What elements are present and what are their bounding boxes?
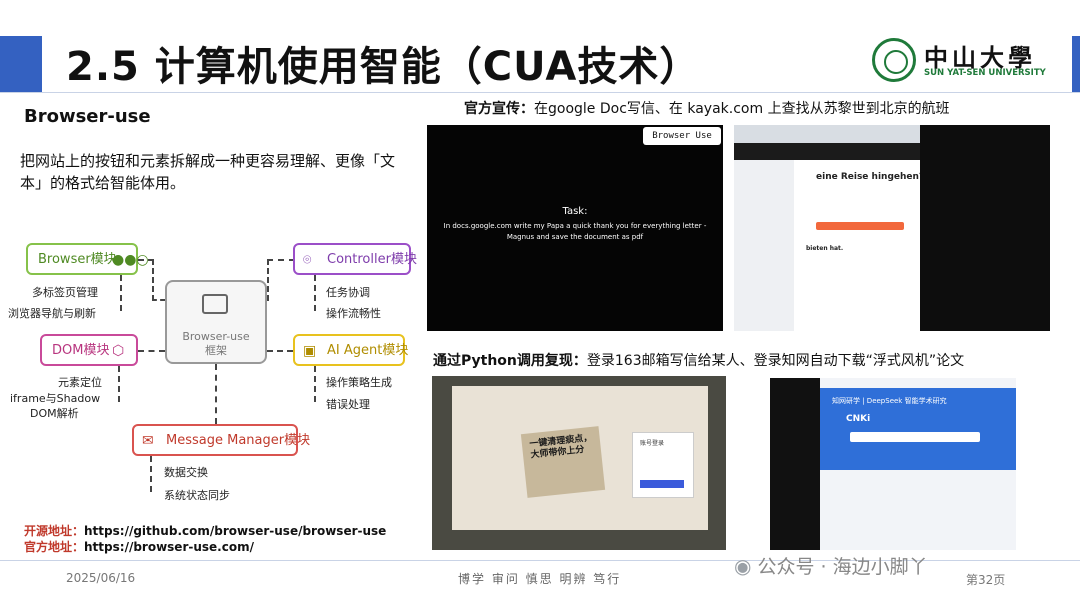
promo-caption: 官方宣传：在google Doc写信、在 kayak.com 上查找从苏黎世到北… <box>464 98 950 118</box>
connector-dom <box>138 350 165 352</box>
watermark-text: 公众号 · 海边小脚丫 <box>758 556 928 578</box>
cnki-search-box <box>850 432 980 442</box>
window-icon <box>202 294 228 314</box>
connector-ai-items <box>314 366 316 402</box>
kayak-search-button <box>816 222 904 230</box>
site-link[interactable]: https://browser-use.com/ <box>84 540 254 554</box>
message-manager-module-box: ✉ Message Manager模块 <box>132 424 298 456</box>
task-heading: Task: <box>440 206 710 217</box>
ai-item-2: 错误处理 <box>326 396 370 412</box>
login-dialog-title: 账号登录 <box>640 438 664 447</box>
section-subheading: Browser-use <box>24 106 151 127</box>
title-divider <box>0 92 1080 93</box>
title-accent-bar <box>0 36 42 92</box>
source-link-row: 开源地址：https://github.com/browser-use/brow… <box>24 522 386 539</box>
browser-module-label: Browser模块 <box>38 252 117 267</box>
controller-item-2: 操作流畅性 <box>326 305 381 321</box>
kayak-browser-chrome <box>734 125 920 143</box>
task-overlay: Task: In docs.google.com write my Papa a… <box>440 206 710 243</box>
connector-message <box>215 364 217 424</box>
page-number: 第32页 <box>966 571 1005 588</box>
browser-item-2: 浏览器导航与刷新 <box>8 305 96 321</box>
wechat-icon: ◉ <box>734 554 751 578</box>
ai-item-1: 操作策略生成 <box>326 374 392 390</box>
connector-dom-items <box>118 366 120 402</box>
controller-module-label: Controller模块 <box>327 252 417 267</box>
university-seal-icon <box>872 38 916 82</box>
promo-label: 官方宣传： <box>464 101 534 117</box>
dom-module-label: DOM模块 <box>52 343 109 358</box>
section-description: 把网站上的按钮和元素拆解成一种更容易理解、更像「文本」的格式给智能体用。 <box>20 150 400 194</box>
site-link-row: 官方地址：https://browser-use.com/ <box>24 538 254 555</box>
python-caption: 通过Python调用复现：登录163邮箱写信给某人、登录知网自动下载“浮式风机”… <box>433 350 964 370</box>
core-label: Browser-use 框架 <box>165 330 267 358</box>
kayak-sidebar <box>734 160 794 331</box>
kayak-heading: eine Reise hingehen? <box>816 172 924 182</box>
title-accent-bar-right <box>1072 36 1080 92</box>
kayak-subheading: bieten hat. <box>806 245 843 252</box>
source-link-label: 开源地址： <box>24 524 84 538</box>
dom-item-3: DOM解析 <box>30 405 79 421</box>
location-pin-icon: ⌾ <box>303 245 311 275</box>
terminal-panel <box>920 125 1050 331</box>
login-button <box>640 480 684 488</box>
nodes-icon: ●●○ <box>112 245 149 275</box>
site-link-label: 官方地址： <box>24 540 84 554</box>
cnki-banner-title: 知网研学 | DeepSeek 智能学术研究 <box>832 396 947 406</box>
controller-item-1: 任务协调 <box>326 284 370 300</box>
logo-english-name: SUN YAT-SEN UNIVERSITY <box>924 68 1046 78</box>
browser-module-box: Browser模块 ●●○ <box>26 243 138 275</box>
python-label: 通过Python调用复现： <box>433 353 587 369</box>
connector-ai <box>267 350 293 352</box>
source-link[interactable]: https://github.com/browser-use/browser-u… <box>84 524 386 538</box>
message-icon: ✉ <box>142 426 154 456</box>
ai-agent-module-label: AI Agent模块 <box>327 343 408 358</box>
watermark: ◉ 公众号 · 海边小脚丫 <box>734 552 928 579</box>
cnki-logo: CNKi <box>846 414 870 424</box>
message-module-label: Message Manager模块 <box>166 433 310 448</box>
connector-message-items <box>150 456 152 492</box>
browser-use-badge: Browser Use <box>643 127 721 145</box>
message-item-1: 数据交换 <box>164 464 208 480</box>
agent-window-icon: ▣ <box>303 336 316 366</box>
message-item-2: 系统状态同步 <box>164 487 230 503</box>
promo-text: 在google Doc写信、在 kayak.com 上查找从苏黎世到北京的航班 <box>534 101 950 117</box>
dom-item-2: iframe与Shadow <box>10 390 100 406</box>
task-text: In docs.google.com write my Papa a quick… <box>440 221 710 243</box>
controller-module-box: ⌾ Controller模块 <box>293 243 411 275</box>
university-logo: 中山大學 SUN YAT-SEN UNIVERSITY <box>872 38 1052 84</box>
footer-date: 2025/06/16 <box>66 571 135 585</box>
footer-motto: 博学 审问 慎思 明辨 笃行 <box>458 570 621 587</box>
connector-controller <box>267 259 295 301</box>
connector-browser-join <box>152 299 165 301</box>
ai-agent-module-box: ▣ AI Agent模块 <box>293 334 405 366</box>
connector-controller-items <box>314 275 316 311</box>
devtools-panel <box>770 378 820 550</box>
python-text: 登录163邮箱写信给某人、登录知网自动下载“浮式风机”论文 <box>587 353 964 369</box>
core-label-line1: Browser-use <box>165 330 267 344</box>
dom-module-box: DOM模块 ⬡ <box>40 334 138 366</box>
core-label-line2: 框架 <box>165 344 267 358</box>
connector-browser-items <box>120 275 122 311</box>
browser-item-1: 多标签页管理 <box>32 284 98 300</box>
slide-title: 2.5 计算机使用智能（CUA技术） <box>66 34 700 92</box>
dom-item-1: 元素定位 <box>58 374 102 390</box>
cube-icon: ⬡ <box>112 336 124 366</box>
